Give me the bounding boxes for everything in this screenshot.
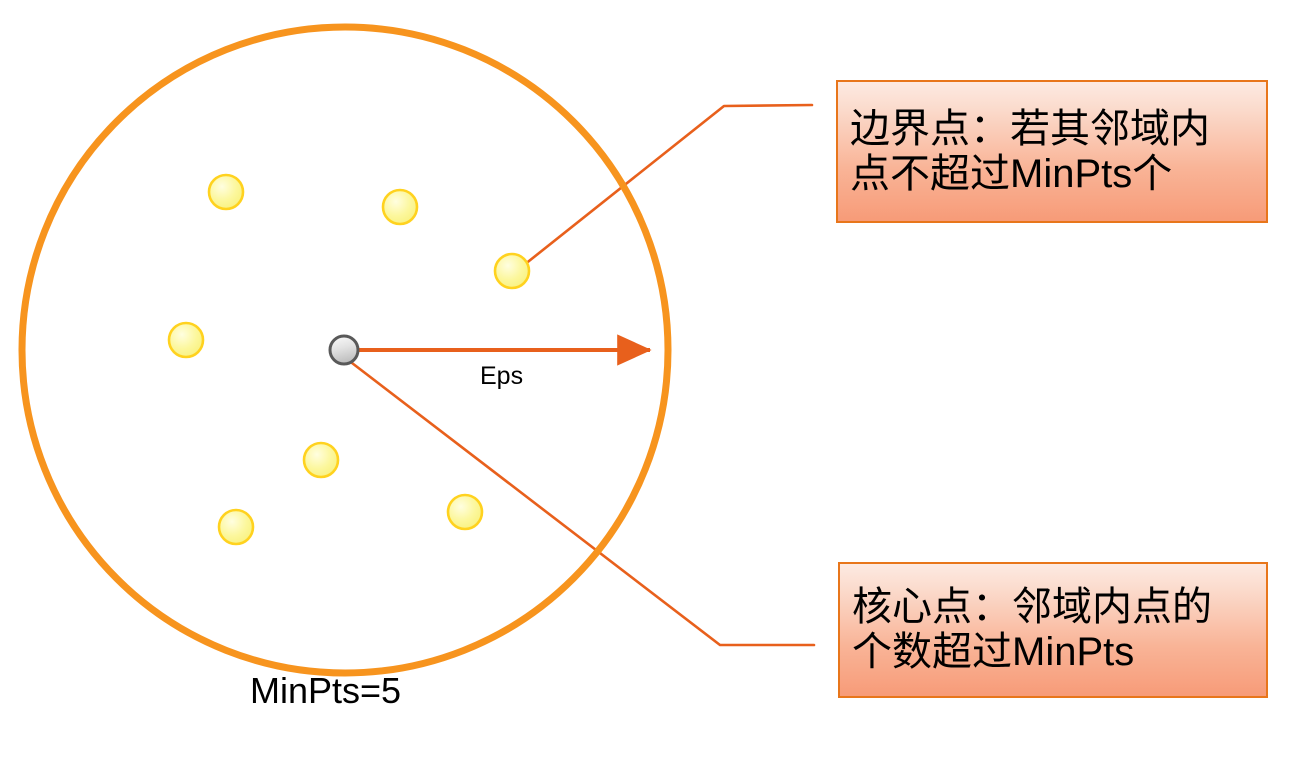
border-point-callout: 边界点：若其邻域内 点不超过MinPts个 [836,80,1268,223]
core-point-callout: 核心点：邻域内点的 个数超过MinPts [838,562,1268,698]
border-point-callout-line2: 点不超过MinPts个 [850,151,1173,196]
eps-neighborhood-circle [18,23,672,677]
border-point-leader-line [522,103,814,267]
core-point-leader-line [350,361,816,647]
data-point [167,321,205,359]
eps-label: Eps [480,362,524,390]
border-point-callout-line1: 边界点：若其邻域内 [850,106,1210,151]
data-point-border [493,252,531,290]
data-point [446,493,484,531]
center-core-point [328,334,360,366]
data-point [381,188,419,226]
data-point [207,173,245,211]
core-point-callout-line2: 个数超过MinPts [852,630,1135,674]
data-point [302,441,340,479]
core-point-callout-line1: 核心点：邻域内点的 [852,585,1212,630]
data-point [217,508,255,546]
minpts-label: MinPts=5 [250,670,402,711]
